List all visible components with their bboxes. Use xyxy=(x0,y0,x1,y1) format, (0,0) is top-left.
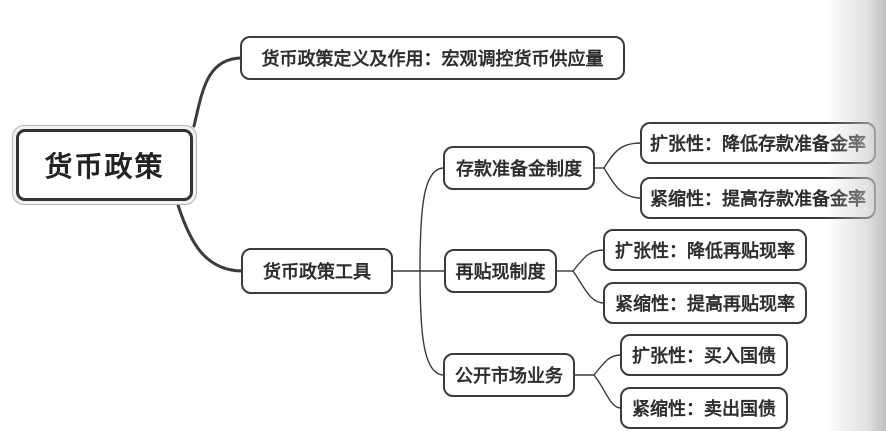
sub-node-open-market[interactable]: 公开市场业务 xyxy=(443,353,575,397)
connector-open-market-to-expansionary xyxy=(593,354,622,376)
branch-node-tools[interactable]: 货币政策工具 xyxy=(241,248,393,294)
branch-node-definition[interactable]: 货币政策定义及作用：宏观调控货币供应量 xyxy=(240,36,625,80)
root-node-box: 货币政策 xyxy=(16,129,193,201)
leaf-node-contractionary-raise-rediscount-rate[interactable]: 紧缩性：提高再贴现率 xyxy=(603,282,807,324)
connector-open-market-to-contractionary xyxy=(593,374,622,409)
root-node-label: 货币政策 xyxy=(44,151,165,182)
leaf-node-expansionary-lower-reserve-ratio[interactable]: 扩张性：降低存款准备金率 xyxy=(640,122,876,164)
connector-tools-to-reserve xyxy=(419,167,445,272)
sub-node-reserve-system[interactable]: 存款准备金制度 xyxy=(443,146,595,190)
connector-reserve-to-expansionary xyxy=(603,142,642,169)
connector-tools-to-open-market xyxy=(419,270,445,376)
connector-rediscount-to-expansionary xyxy=(572,249,605,272)
connector-rediscount-to-contractionary xyxy=(572,270,605,304)
leaf-node-expansionary-lower-rediscount-rate[interactable]: 扩张性：降低再贴现率 xyxy=(603,229,807,271)
leaf-node-expansionary-buy-bonds[interactable]: 扩张性：买入国债 xyxy=(620,334,788,376)
leaf-node-contractionary-sell-bonds[interactable]: 紧缩性：卖出国债 xyxy=(620,387,788,429)
connector-reserve-to-contractionary xyxy=(603,167,642,199)
connector-root-to-tools xyxy=(176,203,245,273)
connector-root-to-definition xyxy=(192,56,244,128)
sub-node-rediscount-system[interactable]: 再贴现制度 xyxy=(444,249,557,293)
leaf-node-contractionary-raise-reserve-ratio[interactable]: 紧缩性：提高存款准备金率 xyxy=(640,177,876,219)
root-node[interactable]: 货币政策 xyxy=(12,125,197,205)
